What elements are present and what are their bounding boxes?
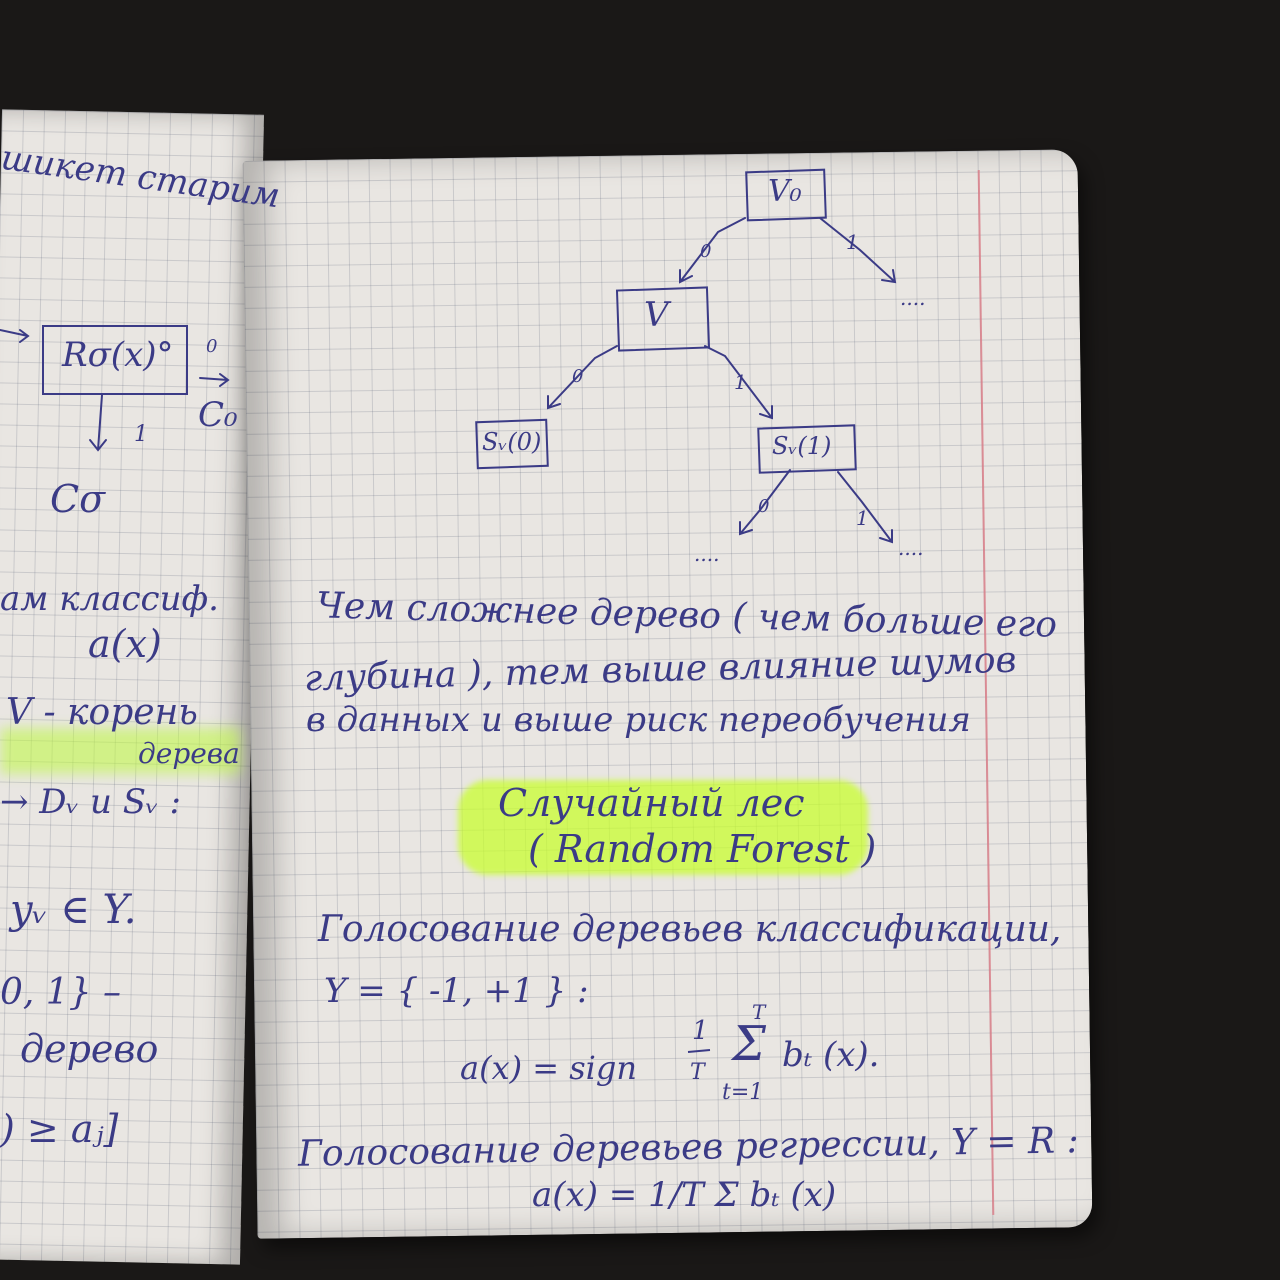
left-classifier-fragment: ам классиф.	[0, 579, 219, 619]
left-c1: Cσ	[50, 477, 106, 521]
left-yv-fragment: yᵥ ∈ Y.	[10, 887, 137, 933]
left-a-of-x: a(x)	[88, 622, 162, 666]
ellipsis-leaf-left: ....	[694, 542, 720, 566]
left-c0: C₀	[198, 395, 238, 435]
left-split-fragment: → Dᵥ и Sᵥ :	[0, 782, 181, 822]
left-zero-label: 0	[206, 336, 218, 357]
ellipsis-root-right: ....	[900, 286, 926, 310]
tree-root-label: V₀	[768, 174, 802, 209]
formula1-frac-den: T	[690, 1060, 705, 1085]
ellipsis-leaf-right: ....	[898, 536, 924, 560]
edge-label-one-2: 1	[734, 370, 747, 394]
formula1-sum: Σ	[732, 1016, 766, 1072]
formula1-lhs: a(x) = sign	[460, 1049, 637, 1087]
heading-random-forest-en: ( Random Forest )	[528, 827, 877, 871]
left-set-fragment: 0, 1} –	[0, 972, 122, 1013]
formula1-frac-num: 1	[692, 1016, 709, 1046]
note-line-3: в данных и выше риск переобучения	[306, 700, 971, 740]
left-root-fragment: V - корень	[6, 692, 198, 733]
left-ineq-fragment: ) ≥ aⱼ]	[0, 1107, 119, 1151]
tree-right-leaf-label: Sᵥ(1)	[772, 432, 832, 460]
left-one-label: 1	[134, 422, 148, 447]
heading-random-forest-ru: Случайный лес	[498, 781, 805, 825]
y-set: Y = { -1, +1 } :	[324, 971, 589, 1011]
tree-node-label: V	[644, 295, 669, 335]
voting-classification: Голосование деревьев классификации,	[318, 909, 1062, 950]
left-node-box	[42, 325, 188, 395]
left-tree-word: дерево	[20, 1027, 159, 1071]
formula1-sum-top: T	[752, 1000, 766, 1024]
formula2: a(x) = 1/T Σ bₜ (x)	[532, 1175, 837, 1215]
left-tree-fragment: дерева	[138, 737, 240, 770]
left-node-label: Rσ(x)°	[62, 335, 174, 375]
heading-highlight	[458, 780, 868, 875]
formula1-sum-bottom: t=1	[722, 1080, 764, 1105]
tree-left-leaf-label: Sᵥ(0)	[482, 428, 542, 456]
formula1-term: bₜ (x).	[782, 1035, 880, 1075]
edge-label-one-3: 1	[856, 506, 869, 530]
left-highlight	[0, 728, 240, 774]
edge-label-zero-1: 0	[700, 241, 712, 262]
